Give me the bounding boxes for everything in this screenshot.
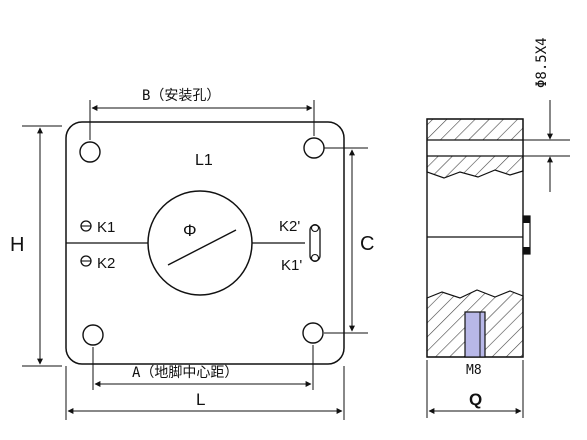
label-c-dim: C bbox=[360, 233, 374, 255]
label-q-depth: Q bbox=[469, 390, 482, 409]
side-view: M8 Φ8.5X4 Q bbox=[426, 37, 570, 418]
hole-bottom-right bbox=[302, 322, 324, 344]
label-phi: Φ bbox=[183, 221, 197, 240]
hole-top-left bbox=[79, 141, 101, 163]
label-k1: K1 bbox=[97, 219, 115, 236]
label-b-holes: B（安装孔） bbox=[142, 88, 220, 104]
label-h-height: H bbox=[10, 234, 24, 256]
label-l-width: L bbox=[196, 390, 205, 409]
label-k2: K2 bbox=[97, 255, 115, 272]
thread-insert bbox=[464, 311, 486, 358]
label-hole-spec: Φ8.5X4 bbox=[534, 37, 550, 88]
label-k2-prime: K2' bbox=[279, 218, 300, 235]
aperture-diameter-line bbox=[167, 229, 237, 266]
label-k1-prime: K1' bbox=[281, 257, 302, 274]
center-aperture bbox=[147, 190, 253, 296]
hole-top-right bbox=[303, 137, 325, 159]
label-l1: L1 bbox=[195, 152, 213, 169]
terminal-link bbox=[309, 224, 321, 262]
hole-bottom-left bbox=[82, 324, 104, 346]
label-a-feet: A（地脚中心距） bbox=[132, 365, 238, 381]
front-view: L1 Φ K1 K2 K2' K1' B（安装孔） A（地脚中心距） L H C bbox=[10, 88, 374, 420]
label-thread: M8 bbox=[466, 363, 482, 378]
